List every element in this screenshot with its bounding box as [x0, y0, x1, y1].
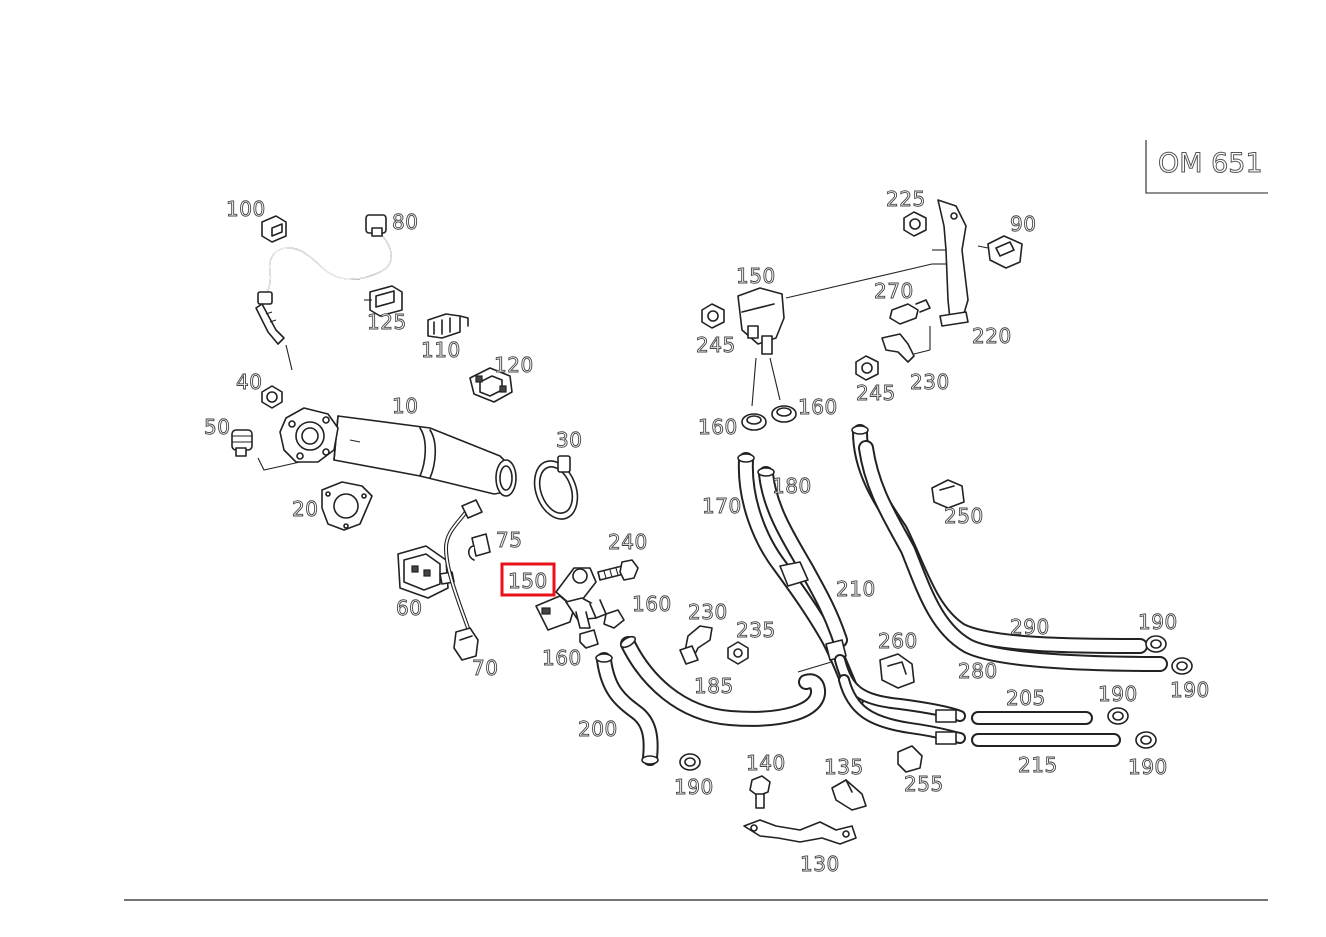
clip-260-icon[interactable] [879, 653, 915, 689]
plug-50-icon[interactable] [231, 429, 301, 471]
label-160-a[interactable]: 160 [632, 592, 672, 617]
engine-code-box: OM 651 [1145, 140, 1268, 194]
label-230-a[interactable]: 230 [688, 600, 728, 625]
label-240[interactable]: 240 [608, 530, 648, 555]
gasket-20-icon[interactable] [321, 481, 373, 531]
label-220[interactable]: 220 [972, 324, 1012, 349]
connector-70-icon[interactable] [453, 627, 479, 661]
wire-60-70 [444, 499, 483, 630]
label-245-a[interactable]: 245 [696, 333, 736, 358]
label-260[interactable]: 260 [878, 629, 918, 654]
nut-245-lower-icon[interactable] [855, 355, 879, 381]
label-230-b[interactable]: 230 [910, 370, 950, 395]
label-190-b[interactable]: 190 [1138, 610, 1178, 635]
clip-255-icon[interactable] [897, 745, 923, 773]
clip-110-icon[interactable] [427, 313, 469, 339]
label-290[interactable]: 290 [1010, 615, 1050, 640]
label-160-b[interactable]: 160 [542, 646, 582, 671]
label-60[interactable]: 60 [396, 596, 423, 621]
label-10[interactable]: 10 [392, 394, 419, 419]
nut-235-icon[interactable] [727, 641, 749, 665]
label-40[interactable]: 40 [236, 370, 263, 395]
clamp-30-icon[interactable] [527, 455, 585, 525]
hose-280-icon[interactable] [858, 440, 1168, 672]
label-125[interactable]: 125 [367, 310, 407, 335]
label-150-upper[interactable]: 150 [736, 264, 776, 289]
label-205[interactable]: 205 [1006, 686, 1046, 711]
label-235[interactable]: 235 [736, 618, 776, 643]
label-90[interactable]: 90 [1010, 212, 1037, 237]
highlight-box [500, 562, 556, 597]
hose-185-icon[interactable] [619, 635, 839, 727]
hose-clamp-190-right-icon[interactable] [1107, 635, 1193, 749]
label-215[interactable]: 215 [1018, 753, 1058, 778]
clip-270-icon[interactable] [889, 299, 931, 325]
label-120[interactable]: 120 [494, 353, 534, 378]
label-200[interactable]: 200 [578, 717, 618, 742]
hose-clamp-160-icon[interactable] [579, 609, 625, 649]
hose-clamp-160-upper-icon[interactable] [741, 405, 797, 431]
screw-240-icon[interactable] [597, 559, 639, 581]
hose-clamp-190-icon[interactable] [679, 753, 701, 771]
nut-40-icon[interactable] [261, 385, 283, 409]
label-160-d[interactable]: 160 [698, 415, 738, 440]
label-190-c[interactable]: 190 [1170, 678, 1210, 703]
bracket-130-icon[interactable] [743, 819, 857, 845]
label-170[interactable]: 170 [702, 494, 742, 519]
bracket-120-icon[interactable] [469, 367, 513, 403]
nut-225-icon[interactable] [903, 211, 927, 237]
label-210[interactable]: 210 [836, 577, 876, 602]
label-250[interactable]: 250 [944, 504, 984, 529]
label-150-highlighted[interactable]: 150 [508, 569, 548, 594]
label-130[interactable]: 130 [800, 852, 840, 877]
label-80[interactable]: 80 [392, 210, 419, 235]
label-225[interactable]: 225 [886, 187, 926, 212]
bracket-230-upper-icon[interactable] [881, 333, 915, 363]
clip-90-icon[interactable] [977, 235, 1023, 269]
label-135[interactable]: 135 [824, 755, 864, 780]
label-20[interactable]: 20 [292, 497, 319, 522]
label-190-e[interactable]: 190 [1128, 755, 1168, 780]
label-70[interactable]: 70 [472, 656, 499, 681]
catalytic-converter-icon[interactable] [279, 407, 517, 497]
engine-code: OM 651 [1158, 148, 1263, 179]
nut-245-icon[interactable] [701, 303, 725, 329]
sensor-135-icon[interactable] [831, 779, 867, 811]
hose-connector-75-icon[interactable] [467, 533, 491, 561]
label-245-b[interactable]: 245 [856, 381, 896, 406]
label-190-d[interactable]: 190 [1098, 682, 1138, 707]
hose-connector-lines [834, 654, 966, 745]
hose-200-icon[interactable] [595, 652, 659, 766]
label-190-a[interactable]: 190 [674, 775, 714, 800]
clip-250-icon[interactable] [931, 479, 965, 509]
label-50[interactable]: 50 [204, 415, 231, 440]
bracket-230-icon[interactable] [679, 625, 713, 665]
bolt-140-icon[interactable] [749, 775, 771, 809]
hose-180-icon[interactable] [757, 466, 848, 648]
bracket-220-icon[interactable] [913, 199, 969, 355]
label-280[interactable]: 280 [958, 659, 998, 684]
pressure-sensor-150-upper-icon[interactable] [737, 263, 933, 407]
label-30[interactable]: 30 [556, 428, 583, 453]
connector-100-icon[interactable] [261, 215, 287, 243]
pressure-sensor-150-icon[interactable] [535, 567, 607, 631]
label-270[interactable]: 270 [874, 279, 914, 304]
holder-125-icon[interactable] [364, 285, 403, 317]
label-255[interactable]: 255 [904, 772, 944, 797]
label-100[interactable]: 100 [226, 197, 266, 222]
label-160-c[interactable]: 160 [798, 395, 838, 420]
label-75[interactable]: 75 [496, 528, 523, 553]
label-140[interactable]: 140 [746, 751, 786, 776]
part-labels: 100 80 125 110 120 40 10 50 30 20 75 240… [204, 187, 1210, 877]
label-110[interactable]: 110 [421, 338, 461, 363]
label-180[interactable]: 180 [772, 474, 812, 499]
oxygen-sensor-icon[interactable] [255, 214, 392, 371]
label-185[interactable]: 185 [694, 674, 734, 699]
